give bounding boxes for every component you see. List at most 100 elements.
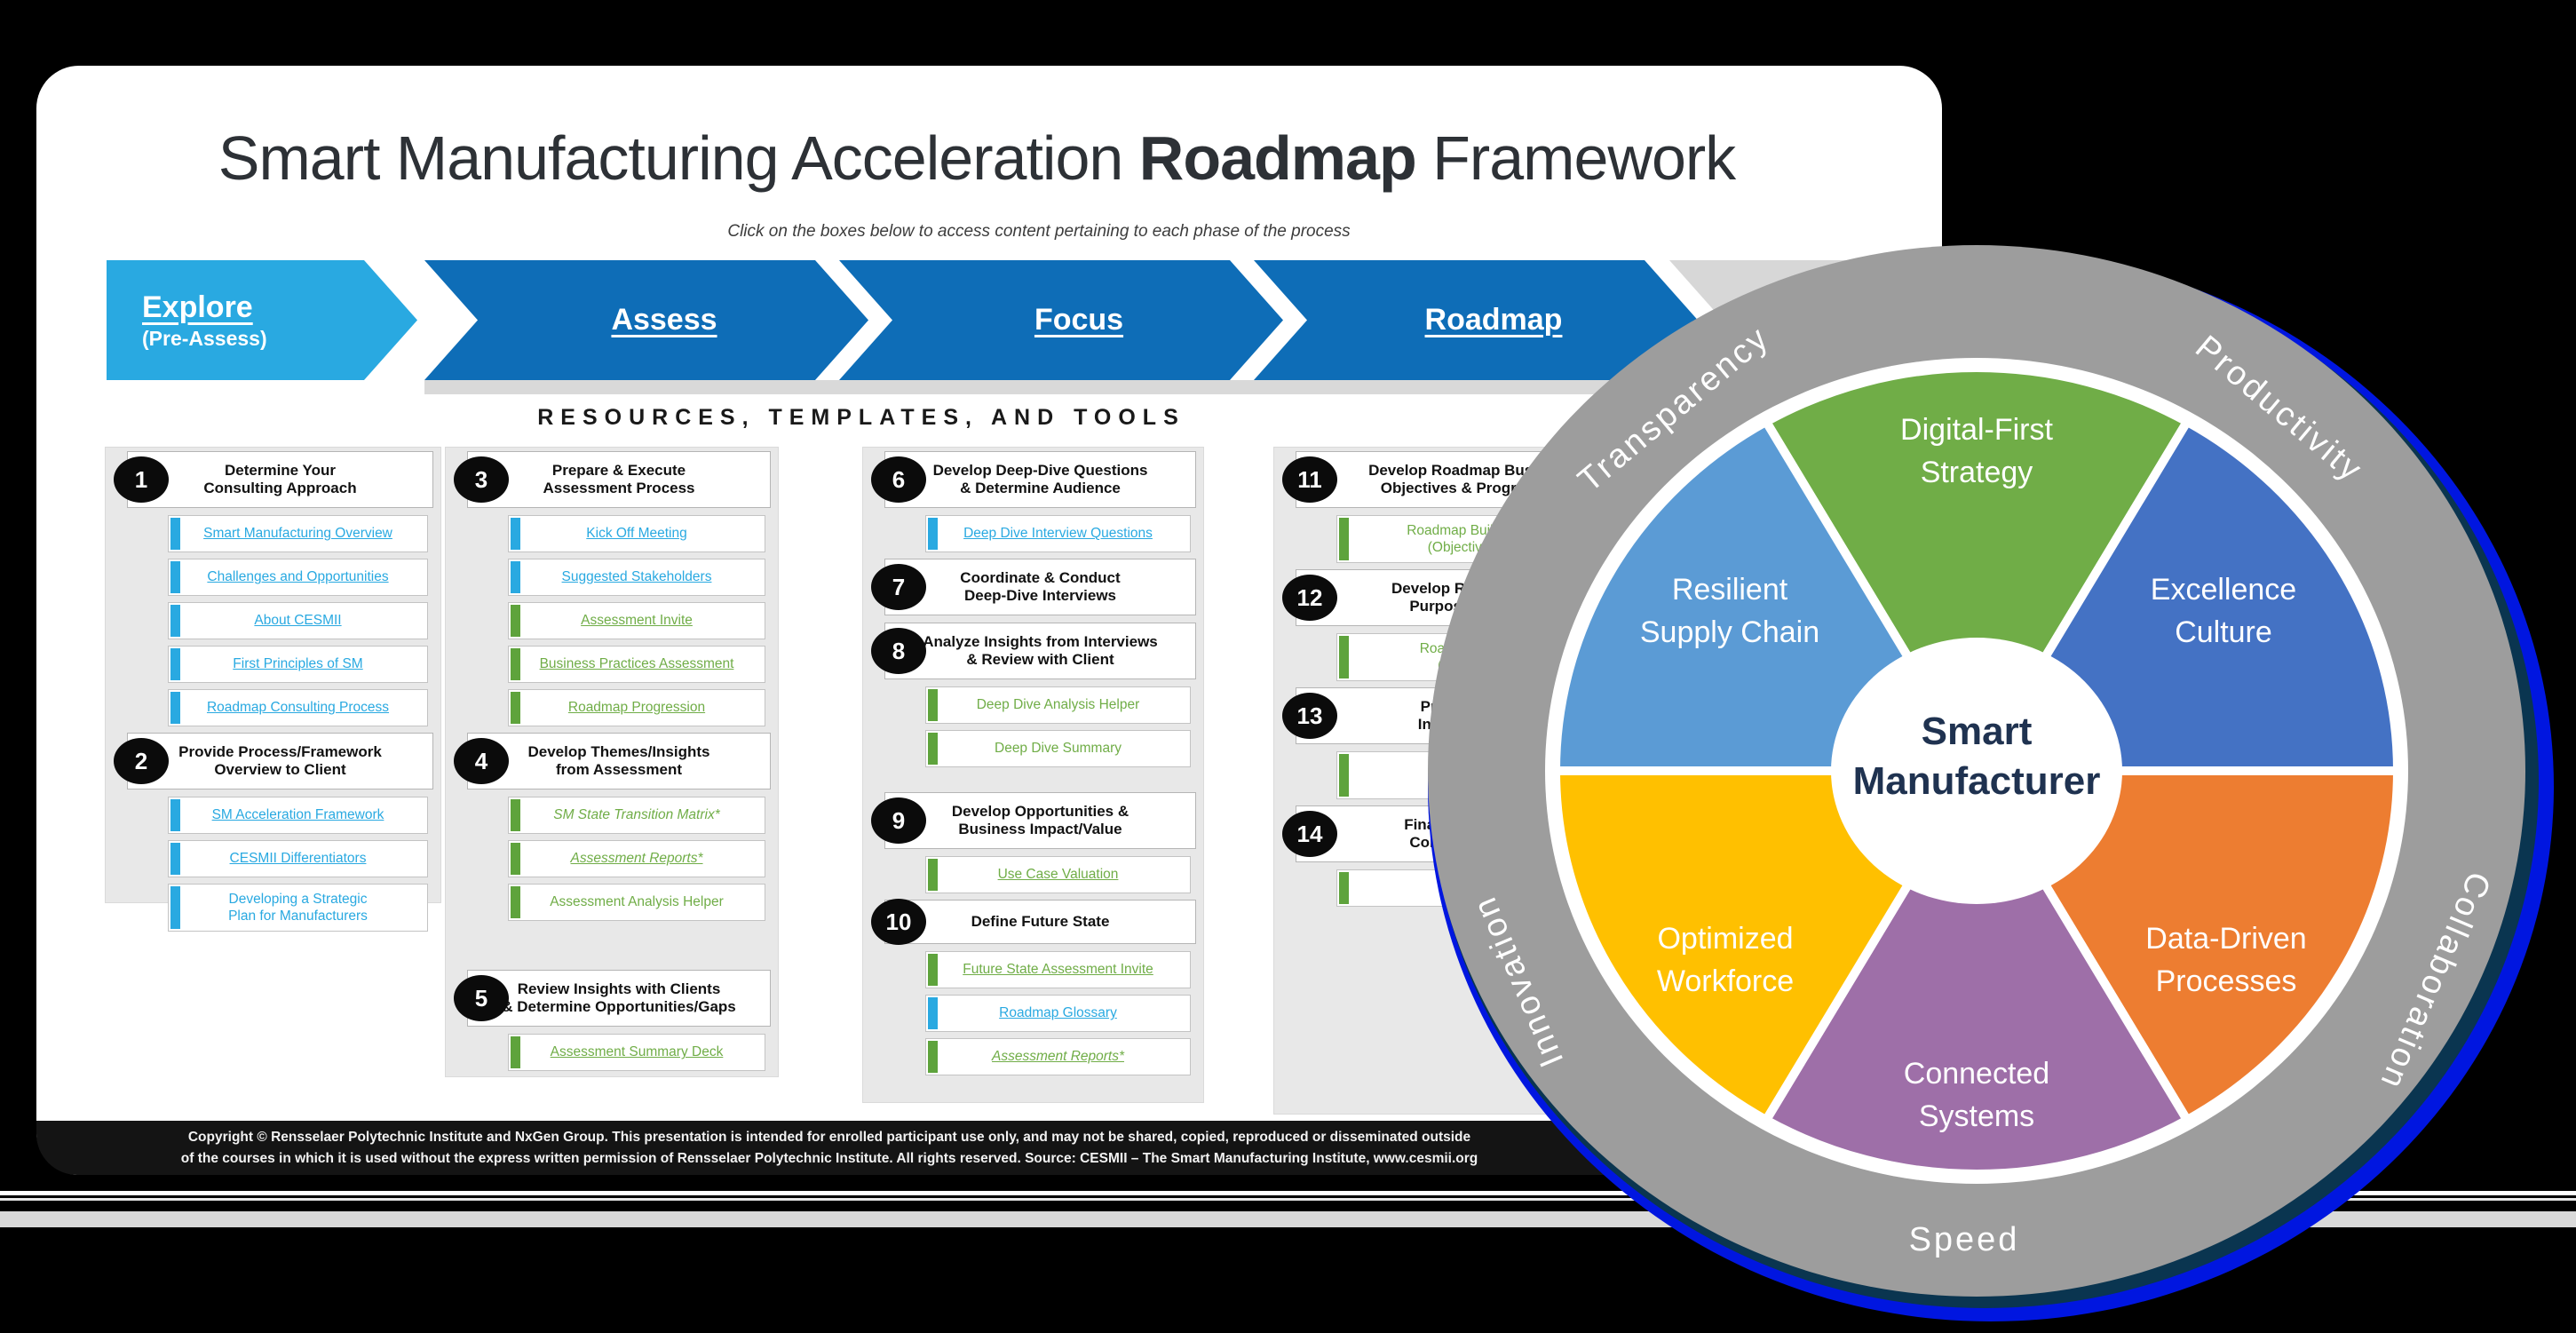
link-color-bar xyxy=(170,886,180,929)
step-number-badge: 11 xyxy=(1282,456,1337,503)
link-color-bar xyxy=(928,518,938,550)
wheel-center-circle xyxy=(1831,638,2122,904)
step-number-badge: 7 xyxy=(871,564,926,610)
step-title-line: Consulting Approach xyxy=(203,480,357,496)
resource-link[interactable]: Assessment Reports* xyxy=(925,1038,1191,1075)
step-number-badge: 12 xyxy=(1282,575,1337,621)
link-color-bar xyxy=(170,648,180,680)
step-title-line: & Review with Client xyxy=(966,651,1114,668)
step-title-line: Develop Themes/Insights xyxy=(527,742,710,760)
wheel-segment-connected-systems xyxy=(1760,762,2193,1179)
phase-arrow-focus[interactable]: Focus xyxy=(839,260,1283,380)
step-number-badge: 6 xyxy=(871,456,926,503)
link-color-bar xyxy=(928,733,938,765)
phase-arrow-roadmap[interactable]: Roadmap xyxy=(1254,260,1698,380)
link-color-bar xyxy=(511,799,520,831)
resource-link[interactable]: Assessment Reports* xyxy=(508,840,765,877)
link-color-bar xyxy=(170,692,180,724)
resource-link-label: Roadmap Consulting Process xyxy=(206,700,390,716)
arrow-shadow-band xyxy=(424,380,1945,394)
link-color-bar xyxy=(511,605,520,637)
resource-link[interactable]: Deep Dive Interview Questions xyxy=(925,515,1191,552)
link-color-bar xyxy=(170,799,180,831)
link-color-bar xyxy=(511,886,520,918)
resources-banner: RESOURCES, TEMPLATES, AND TOOLS xyxy=(537,405,1185,430)
step-number-badge: 2 xyxy=(114,738,169,784)
phase-label-explore: Explore xyxy=(142,290,253,324)
resource-link[interactable]: Deep Dive Analysis Helper xyxy=(925,686,1191,724)
step-title-line: Analyze Insights from Interviews xyxy=(923,632,1158,650)
link-color-bar xyxy=(1339,518,1349,560)
resource-link-label: Challenges and Opportunities xyxy=(207,569,389,585)
step-title-line: Develop Deep-Dive Questions xyxy=(932,461,1148,479)
copyright-line-1: Copyright © Rensselaer Polytechnic Insti… xyxy=(187,1130,1471,1146)
link-color-bar xyxy=(511,648,520,680)
link-color-bar xyxy=(928,689,938,721)
resource-link-label: Roadmap Progression xyxy=(567,700,706,716)
resource-link-label: Assessment Analysis Helper xyxy=(550,894,724,910)
resource-link-label: First Principles of SM xyxy=(233,656,363,672)
resource-link[interactable]: Roadmap Progression xyxy=(508,689,765,726)
link-color-bar xyxy=(170,605,180,637)
link-color-bar xyxy=(170,561,180,593)
title-suffix: Framework xyxy=(1415,123,1736,193)
resource-link[interactable]: SM State Transition Matrix* xyxy=(508,797,765,834)
resource-link[interactable]: Business Practices Assessment xyxy=(508,646,765,683)
step-title-line: from Assessment xyxy=(555,761,683,778)
resource-link[interactable]: First Principles of SM xyxy=(168,646,428,683)
phase-label-roadmap: Roadmap xyxy=(1424,303,1563,337)
title-prefix: Smart Manufacturing Acceleration xyxy=(218,123,1139,193)
resource-link-label: Future State Assessment Invite xyxy=(963,962,1153,978)
resource-link-label: Assessment Reports* xyxy=(991,1049,1125,1065)
resource-link[interactable]: Assessment Summary Deck xyxy=(508,1034,765,1071)
resource-link[interactable]: Suggested Stakeholders xyxy=(508,559,765,596)
resource-link-label: Kick Off Meeting xyxy=(586,526,687,542)
resource-link-label: Assessment Summary Deck xyxy=(550,1044,724,1060)
step-number-badge: 13 xyxy=(1282,693,1337,739)
link-color-bar xyxy=(170,518,180,550)
step-title-line: Deep-Dive Interviews xyxy=(963,587,1116,604)
step-number-badge: 8 xyxy=(871,628,926,674)
resource-link[interactable]: About CESMII xyxy=(168,602,428,639)
resource-link[interactable]: Roadmap Consulting Process xyxy=(168,689,428,726)
resource-link[interactable]: Kick Off Meeting xyxy=(508,515,765,552)
resource-link-label: About CESMII xyxy=(254,613,342,629)
step-title-line: & Determine Audience xyxy=(960,480,1121,496)
step-number-badge: 3 xyxy=(454,456,509,503)
resource-link[interactable]: Assessment Invite xyxy=(508,602,765,639)
resource-link[interactable]: Deep Dive Summary xyxy=(925,730,1191,767)
resource-link[interactable]: CESMII Differentiators xyxy=(168,840,428,877)
step-8-header: Analyze Insights from Interviews& Review… xyxy=(871,623,1196,679)
link-color-bar xyxy=(1339,636,1349,678)
click-instruction-text: Click on the boxes below to access conte… xyxy=(727,222,1351,241)
phase-arrow-assess[interactable]: Assess xyxy=(424,260,868,380)
resource-link[interactable]: SM Acceleration Framework xyxy=(168,797,428,834)
resource-link-label: Roadmap Glossary xyxy=(999,1005,1117,1021)
step-number-badge: 5 xyxy=(454,975,509,1021)
phase-arrow-explore[interactable]: Explore (Pre-Assess) xyxy=(107,260,417,380)
link-color-bar xyxy=(928,859,938,891)
resource-link[interactable]: Use Case Valuation xyxy=(925,856,1191,893)
resource-link-label: Suggested Stakeholders xyxy=(561,569,712,585)
resource-link[interactable]: Smart Manufacturing Overview xyxy=(168,515,428,552)
resource-link[interactable]: Assessment Analysis Helper xyxy=(508,884,765,921)
resource-link[interactable]: Future State Assessment Invite xyxy=(925,951,1191,988)
step-title-line: Provide Process/Framework xyxy=(178,742,382,760)
wheel-ring-label-speed: Speed xyxy=(1909,1221,2020,1258)
step-title-line: Determine Your xyxy=(224,461,337,479)
link-color-bar xyxy=(928,954,938,986)
resource-link-label: Deep Dive Interview Questions xyxy=(963,526,1153,542)
resource-link[interactable]: Roadmap Glossary xyxy=(925,995,1191,1032)
step-title-line: Overview to Client xyxy=(214,761,346,778)
resource-link[interactable]: Challenges and Opportunities xyxy=(168,559,428,596)
